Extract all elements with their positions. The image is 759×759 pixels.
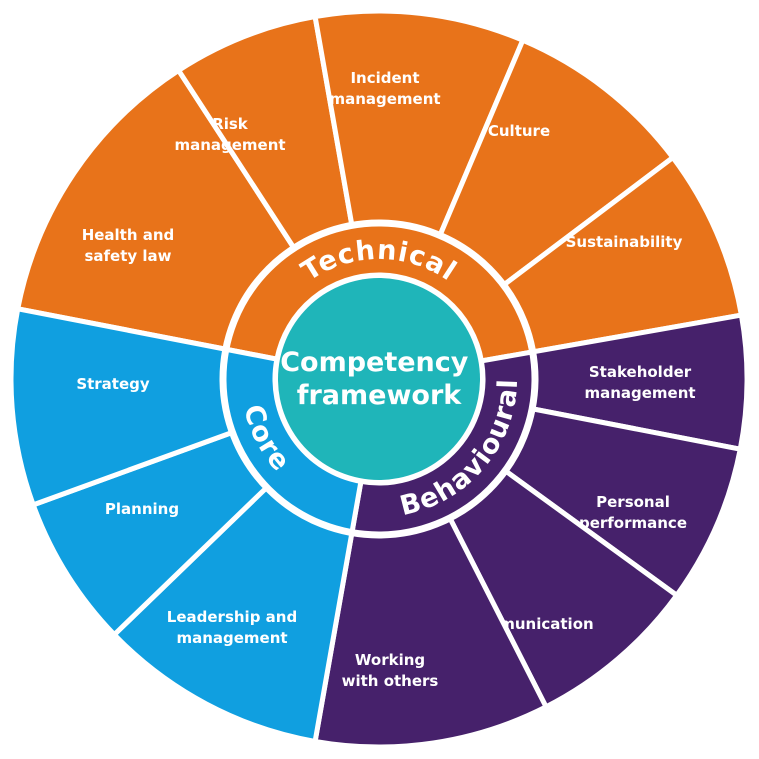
segment-label-line: Incident (350, 69, 419, 87)
ring-layer (219, 219, 539, 539)
segment-label-line: Leadership and (167, 608, 297, 626)
segment-label-line: management (584, 384, 695, 402)
segment-label-working-with-others: Working with others (342, 651, 439, 690)
segment-label-line: Personal (596, 493, 670, 511)
segment-label-planning: Planning (105, 500, 179, 518)
segment-label-line: Strategy (76, 375, 150, 393)
segment-label-line: Risk (212, 115, 249, 133)
segment-label-line: Stakeholder (589, 363, 692, 381)
segment-label-line: Health and (82, 226, 175, 244)
center-label-line-2: framework (297, 380, 463, 411)
ring-divider (219, 219, 539, 539)
segment-label-line: Planning (105, 500, 179, 518)
segment-label-line: Working (355, 651, 425, 669)
center-label: Competency framework (280, 347, 478, 411)
segment-label-incident-management: Incident management (329, 69, 440, 108)
segment-label-line: Sustainability (566, 233, 683, 251)
segment-label-risk-management: Risk management (174, 115, 285, 154)
segment-label-strategy: Strategy (76, 375, 150, 393)
center-label-line-1: Competency (280, 347, 469, 378)
segment-label-leadership-and-management: Leadership and management (167, 608, 297, 647)
segment-label-line: management (176, 629, 287, 647)
segment-label-line: performance (579, 514, 687, 532)
segment-label-line: management (174, 136, 285, 154)
segment-label-health-and-safety-law: Health and safety law (82, 226, 175, 265)
segment-label-sustainability: Sustainability (566, 233, 683, 251)
segment-label-culture: Culture (488, 122, 550, 140)
center-layer: Competency framework (278, 278, 480, 480)
center-circle (278, 278, 480, 480)
segment-label-line: with others (342, 672, 439, 690)
segment-label-stakeholder-management: Stakeholder management (584, 363, 695, 402)
segment-label-personal-performance: Personal performance (579, 493, 687, 532)
segment-label-line: safety law (84, 247, 171, 265)
segment-label-line: management (329, 90, 440, 108)
segment-label-line: Culture (488, 122, 550, 140)
